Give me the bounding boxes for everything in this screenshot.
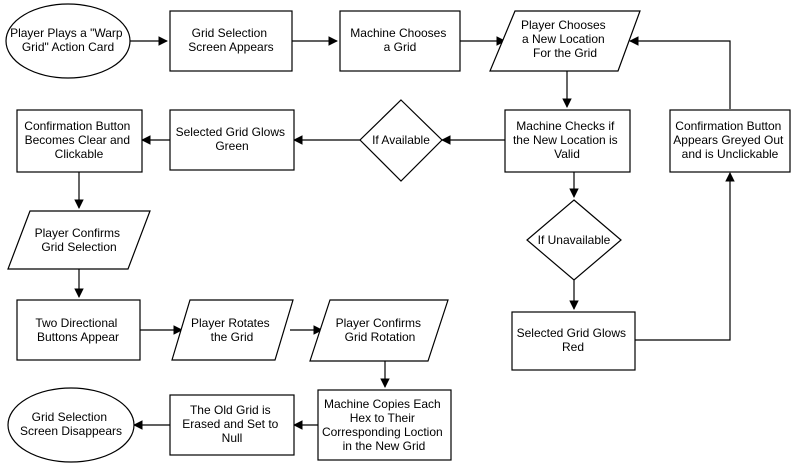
end-label: Grid Selection Screen Disappears (20, 410, 122, 438)
glow-green-label: Selected Grid Glows Green (176, 125, 289, 153)
grid-select-label: Grid Selection Screen Appears (188, 26, 273, 54)
if-unavailable-label: If Unavailable (538, 233, 611, 247)
rotate-label: Player Rotates the Grid (191, 316, 273, 344)
if-available-diamond (359, 99, 443, 182)
connectors (74, 36, 735, 430)
arrow-confirm-grey-to-player-choose (629, 36, 731, 109)
glow-green-box (169, 109, 295, 171)
confirm-rotation-parallelogram (309, 299, 449, 362)
glow-red-label: Selected Grid Glows Red (517, 326, 630, 354)
end-ellipse (7, 387, 135, 463)
copy-hex-box (317, 389, 452, 461)
dir-buttons-box (16, 299, 141, 361)
node-labels: Player Plays a "Warp Grid" Action Card G… (10, 18, 786, 453)
start-ellipse (5, 3, 131, 79)
erase-old-box (169, 394, 295, 456)
start-label: Player Plays a "Warp Grid" Action Card (10, 26, 126, 54)
node-shapes (5, 3, 791, 463)
machine-choose-label: Machine Chooses a Grid (350, 26, 449, 54)
confirm-grey-label: Confirmation Button Appears Greyed Out a… (673, 119, 786, 161)
confirm-rotation-label: Player Confirms Grid Rotation (336, 316, 425, 344)
rotate-parallelogram (171, 299, 294, 361)
confirm-selection-label: Player Confirms Grid Selection (35, 226, 124, 254)
check-valid-box (504, 109, 631, 173)
dir-buttons-label: Two Directional Buttons Appear (35, 316, 120, 344)
grid-select-box (169, 10, 293, 72)
machine-choose-box (339, 10, 461, 72)
confirm-selection-parallelogram (7, 210, 151, 270)
if-available-label: If Available (372, 133, 430, 147)
confirm-grey-box (669, 109, 791, 173)
glow-red-box (511, 311, 636, 371)
player-choose-parallelogram (489, 10, 641, 72)
confirm-clear-box (16, 109, 143, 173)
check-valid-label: Machine Checks if the New Location is Va… (513, 119, 621, 161)
copy-hex-label: Machine Copies Each Hex to Their Corresp… (322, 397, 446, 453)
if-unavailable-diamond (526, 199, 622, 281)
confirm-clear-label: Confirmation Button Becomes Clear and Cl… (24, 119, 133, 161)
erase-old-label: The Old Grid is Erased and Set to Null (182, 403, 281, 445)
player-choose-label: Player Chooses a New Location For the Gr… (521, 18, 609, 60)
arrow-glow-red-to-confirm-grey (635, 172, 735, 341)
